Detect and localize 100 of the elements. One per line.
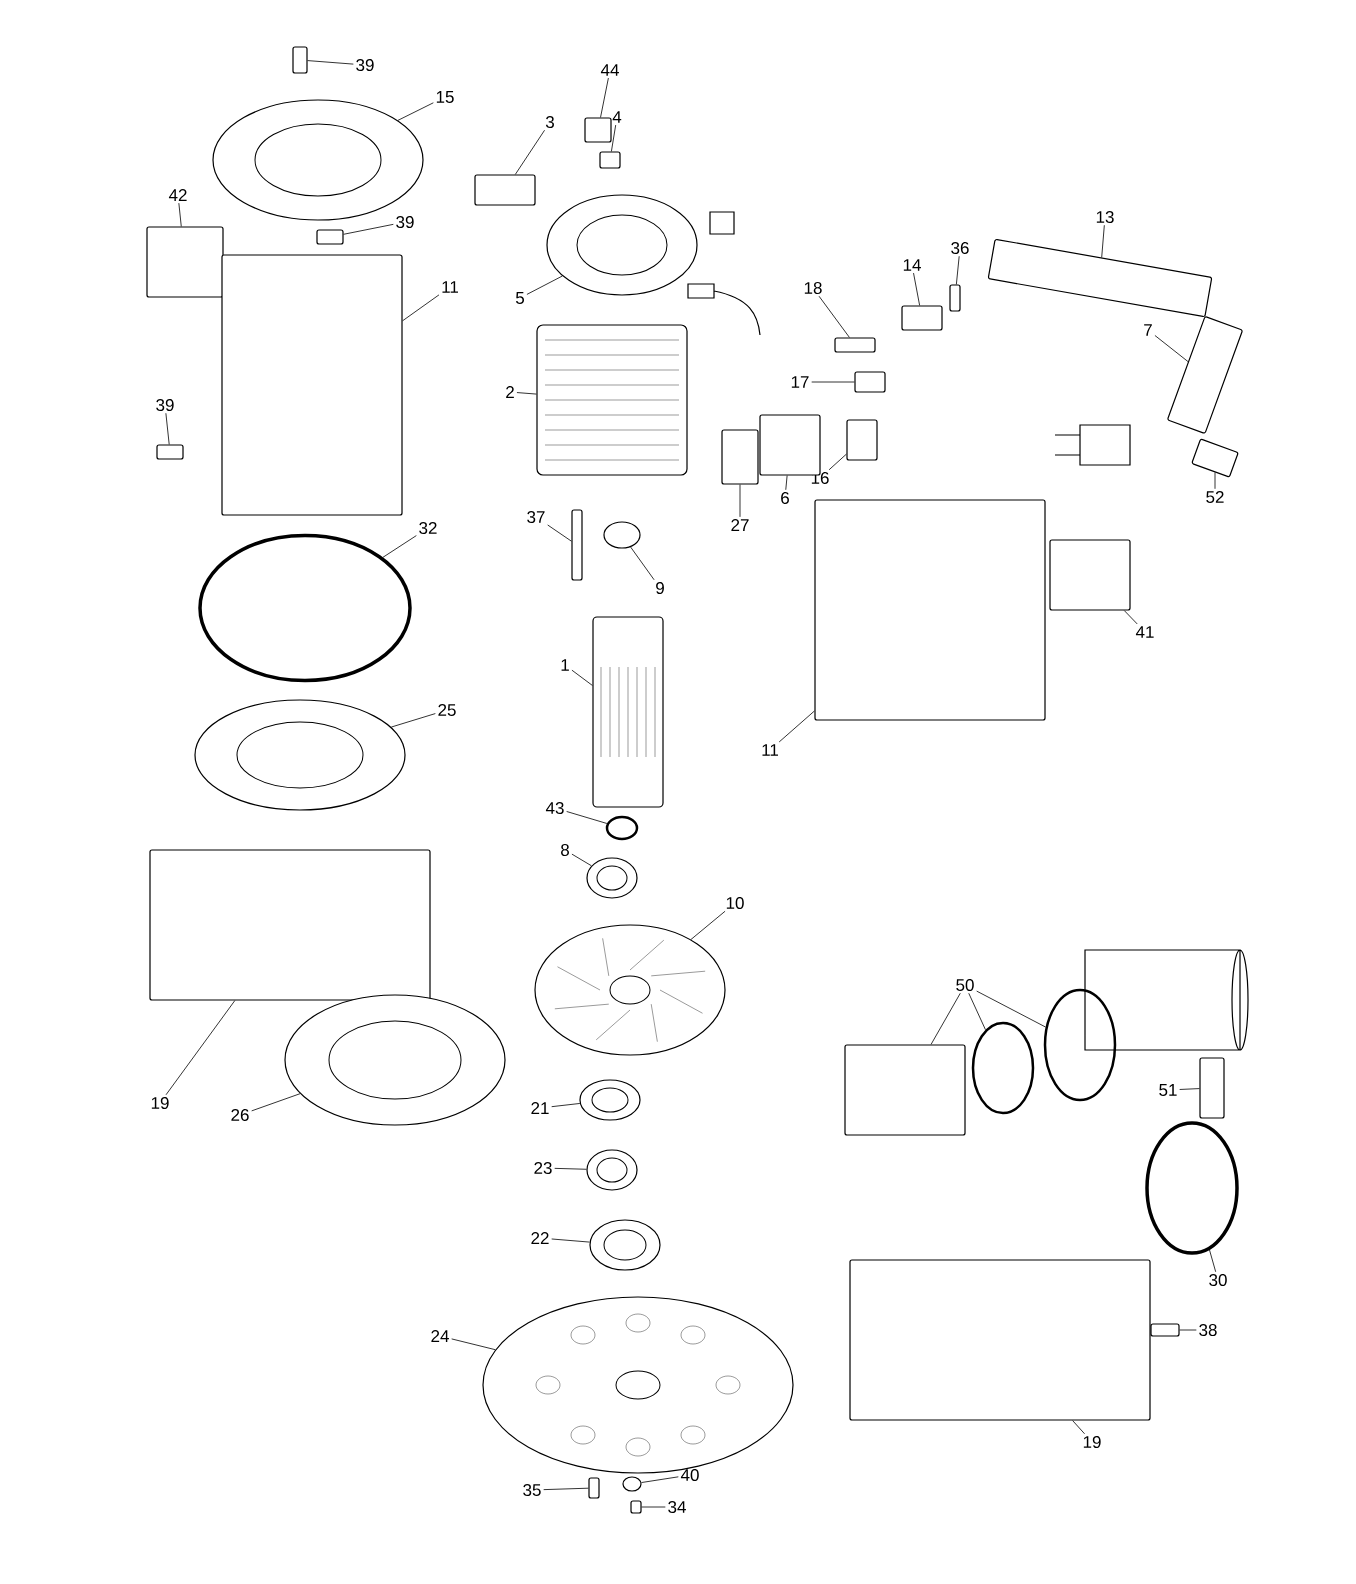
retaining-frame (194, 699, 406, 811)
leader-line (611, 124, 617, 152)
label-sheet (146, 226, 224, 298)
bearing (586, 1149, 638, 1191)
leader-line (382, 535, 417, 558)
callout-number: 39 (356, 59, 374, 72)
switch-cover (721, 429, 759, 485)
leader-line (1214, 472, 1216, 490)
leader-line (251, 1093, 301, 1112)
leader-line (828, 453, 847, 471)
cord-guard (987, 238, 1213, 318)
stator (536, 324, 688, 476)
leader-line (785, 475, 788, 491)
leader-line (451, 1338, 496, 1351)
callout-number: 52 (1206, 491, 1224, 504)
seal-ring (284, 994, 506, 1126)
callout-number: 19 (151, 1097, 169, 1110)
leader-line (930, 992, 961, 1045)
counterweight (579, 1079, 641, 1121)
washer (622, 1476, 642, 1492)
leader-line (397, 102, 434, 121)
callout-number: 2 (506, 386, 514, 398)
screw (588, 1477, 600, 1499)
screw (949, 284, 961, 312)
callout-number: 4 (612, 111, 622, 123)
callout-number: 26 (231, 1109, 249, 1122)
callout-number: 32 (419, 522, 437, 535)
bearing (586, 857, 638, 899)
o-ring (971, 1021, 1035, 1115)
leader-line (641, 1506, 666, 1508)
leader-line (811, 381, 855, 383)
callout-number: 7 (1144, 324, 1152, 336)
callout-number: 38 (1199, 1324, 1217, 1337)
callout-number: 18 (804, 282, 822, 295)
leader-line (1209, 1249, 1217, 1273)
callout-number: 36 (951, 242, 969, 255)
callout-number: 42 (168, 189, 187, 201)
callout-number: 40 (680, 1469, 699, 1482)
leader-line (1123, 610, 1138, 625)
screw (292, 46, 308, 74)
callout-number: 23 (534, 1162, 552, 1175)
leader-line (566, 811, 608, 824)
label-sheet (1049, 539, 1131, 611)
bolt (571, 509, 583, 581)
leader-line (551, 1238, 591, 1243)
callout-number: 27 (731, 519, 749, 531)
leader-line (1179, 1329, 1197, 1331)
adapter-ring (1043, 988, 1117, 1102)
carbon-brush (474, 174, 536, 206)
callout-number: 44 (600, 64, 619, 76)
callout-number: 39 (396, 216, 414, 229)
terminal (854, 371, 886, 393)
callout-number: 15 (436, 91, 454, 103)
leader-line (630, 546, 655, 581)
leader-line (690, 910, 726, 940)
leader-line (818, 295, 850, 338)
leader-line (739, 484, 741, 518)
switch-lever (846, 419, 878, 461)
retaining-clip (605, 815, 639, 841)
callout-number: 9 (656, 582, 664, 595)
leader-line (390, 713, 436, 728)
callout-number: 13 (1096, 211, 1114, 224)
callout-number: 21 (531, 1102, 549, 1114)
brake-ring (589, 1219, 661, 1271)
screw (1150, 1323, 1180, 1337)
leader-line (571, 669, 593, 686)
armature (592, 616, 664, 808)
brush-holder (546, 194, 698, 296)
callout-number: 43 (545, 802, 564, 815)
nut (630, 1500, 642, 1514)
leader-line (543, 1487, 589, 1491)
leader-line (165, 412, 170, 445)
callout-number: 19 (1083, 1436, 1101, 1449)
lead-wire (834, 337, 876, 353)
callout-number: 34 (668, 1501, 686, 1514)
leader-line (343, 223, 394, 235)
leader-line (1072, 1420, 1085, 1435)
callout-number: 3 (545, 116, 554, 129)
callout-number: 25 (438, 704, 456, 717)
leader-line (968, 992, 986, 1031)
leader-line (307, 60, 354, 65)
spring-clip (599, 151, 621, 169)
cord-clamp (901, 305, 943, 331)
callout-number: 11 (762, 744, 778, 756)
callout-number: 39 (156, 399, 174, 412)
leader-line (547, 524, 572, 542)
callout-number: 14 (903, 259, 921, 271)
handle-housing (814, 499, 1046, 721)
leader-line (571, 853, 592, 867)
callout-number: 30 (1209, 1274, 1227, 1287)
leader-line (976, 990, 1047, 1028)
callout-number: 10 (726, 897, 744, 910)
bearing (603, 521, 641, 549)
callout-number: 22 (531, 1232, 549, 1244)
power-cord (1167, 316, 1243, 434)
screw (156, 444, 184, 460)
leader-line (1154, 335, 1189, 362)
leader-line (526, 275, 563, 295)
leader-line (402, 294, 440, 322)
leader-line (955, 255, 960, 285)
